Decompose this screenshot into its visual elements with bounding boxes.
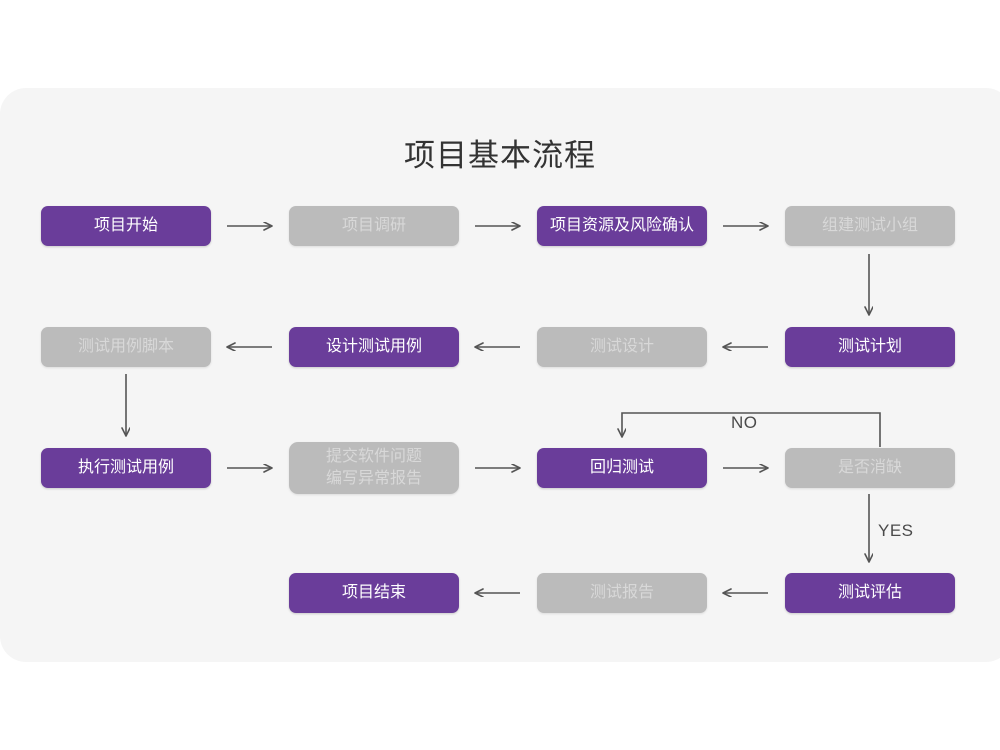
node-test-case-script[interactable]: 测试用例脚本 (41, 327, 211, 367)
node-design-test-cases[interactable]: 设计测试用例 (289, 327, 459, 367)
page-title: 项目基本流程 (404, 138, 596, 173)
node-test-plan[interactable]: 测试计划 (785, 327, 955, 367)
node-test-evaluation[interactable]: 测试评估 (785, 573, 955, 613)
edge-label-yes: YES (878, 521, 914, 540)
node-form-test-team[interactable]: 组建测试小组 (785, 206, 955, 246)
node-test-design[interactable]: 测试设计 (537, 327, 707, 367)
node-project-research[interactable]: 项目调研 (289, 206, 459, 246)
node-project-end[interactable]: 项目结束 (289, 573, 459, 613)
flowchart-card (0, 88, 1000, 662)
node-project-start[interactable]: 项目开始 (41, 206, 211, 246)
edge-label-no: NO (731, 413, 758, 432)
node-submit-issue-report[interactable]: 提交软件问题 编写异常报告 (289, 442, 459, 494)
node-test-report[interactable]: 测试报告 (537, 573, 707, 613)
node-defect-cleared-decision[interactable]: 是否消缺 (785, 448, 955, 488)
node-resource-risk-confirm[interactable]: 项目资源及风险确认 (537, 206, 707, 246)
node-regression-test[interactable]: 回归测试 (537, 448, 707, 488)
node-execute-test-cases[interactable]: 执行测试用例 (41, 448, 211, 488)
